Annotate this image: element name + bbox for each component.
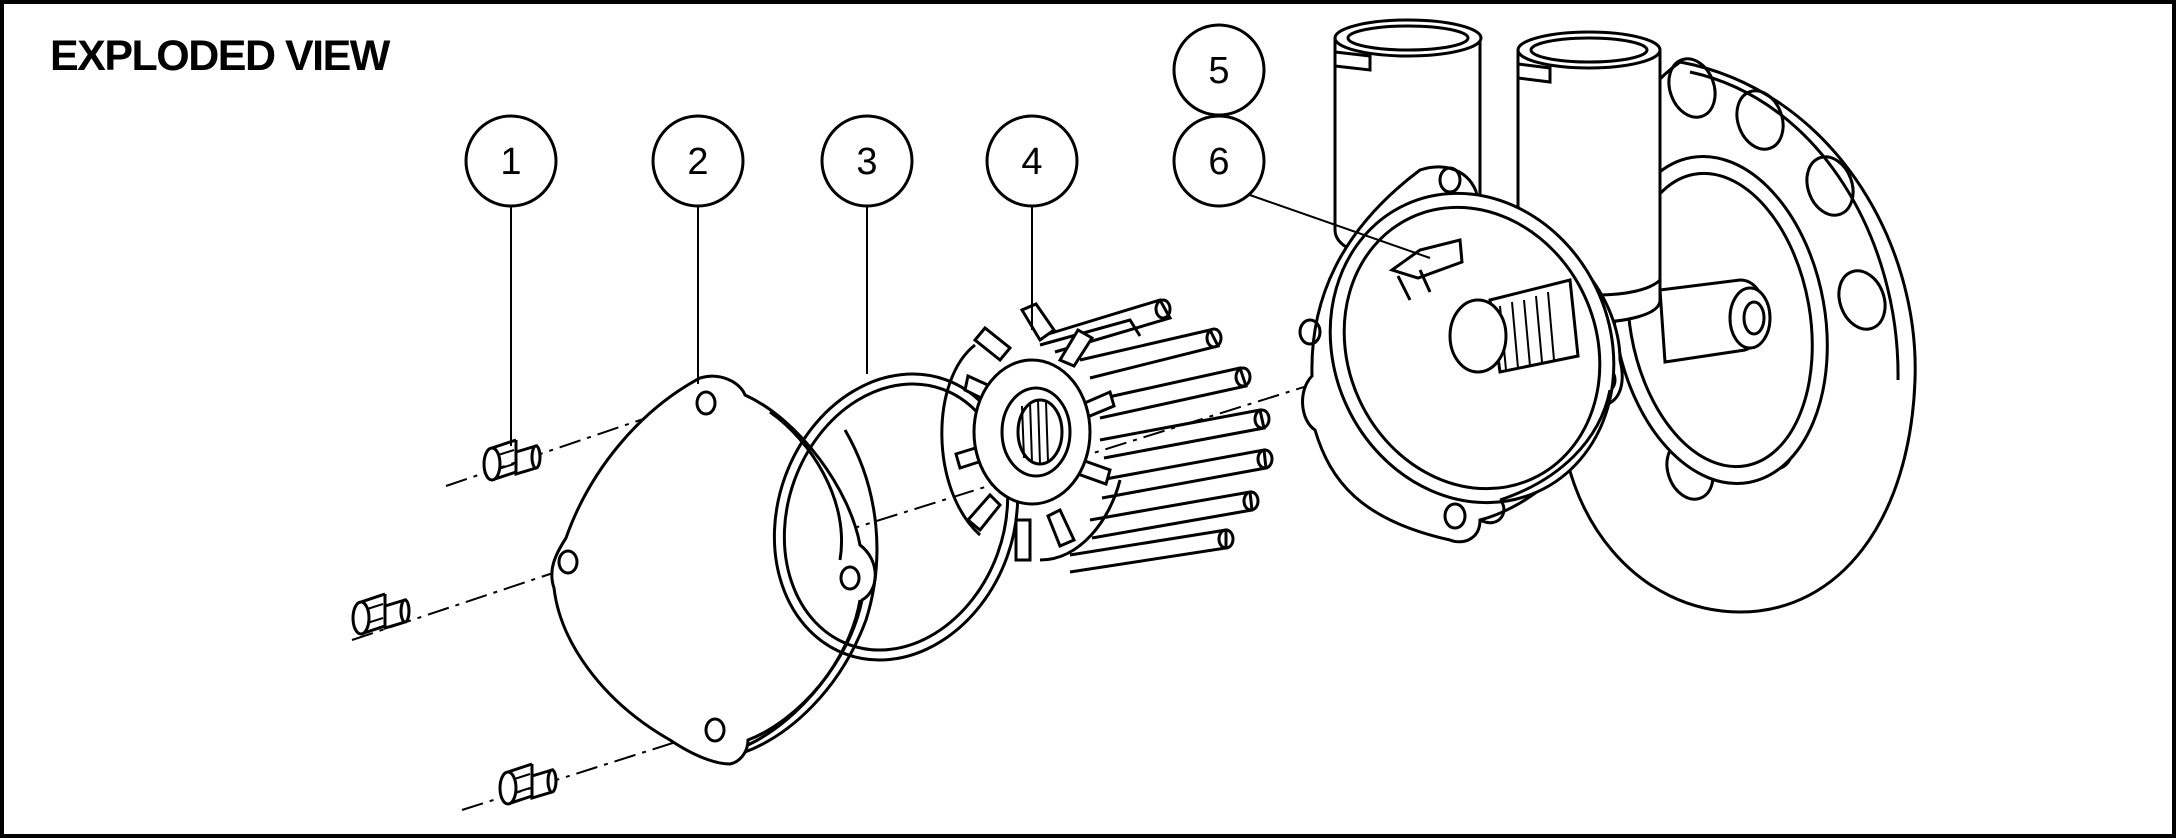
- centerline-main: [799, 334, 1471, 546]
- leader-lines: [510, 192, 1431, 446]
- bolt-left: [351, 592, 411, 636]
- callout-6: 6: [1172, 114, 1266, 208]
- diagram-title: EXPLODED VIEW: [50, 32, 390, 80]
- leader-6: [1243, 192, 1431, 259]
- centerline-2: [351, 567, 569, 641]
- cover-plate: [550, 374, 879, 766]
- callout-6-label: 6: [1208, 141, 1229, 183]
- callout-5: 5: [1172, 23, 1266, 117]
- callout-2: 2: [651, 114, 745, 208]
- callout-2-label: 2: [687, 141, 708, 183]
- callout-3-label: 3: [856, 141, 877, 183]
- impeller: [940, 298, 1274, 574]
- bolt-bottom: [498, 762, 558, 806]
- callout-1-label: 1: [500, 141, 521, 183]
- callout-5-label: 5: [1208, 50, 1229, 92]
- o-ring: [772, 372, 1020, 662]
- pump-body: [1298, 18, 1917, 614]
- callout-4-label: 4: [1021, 141, 1042, 183]
- callout-3: 3: [820, 114, 914, 208]
- callout-4: 4: [985, 114, 1079, 208]
- callout-1: 1: [464, 114, 558, 208]
